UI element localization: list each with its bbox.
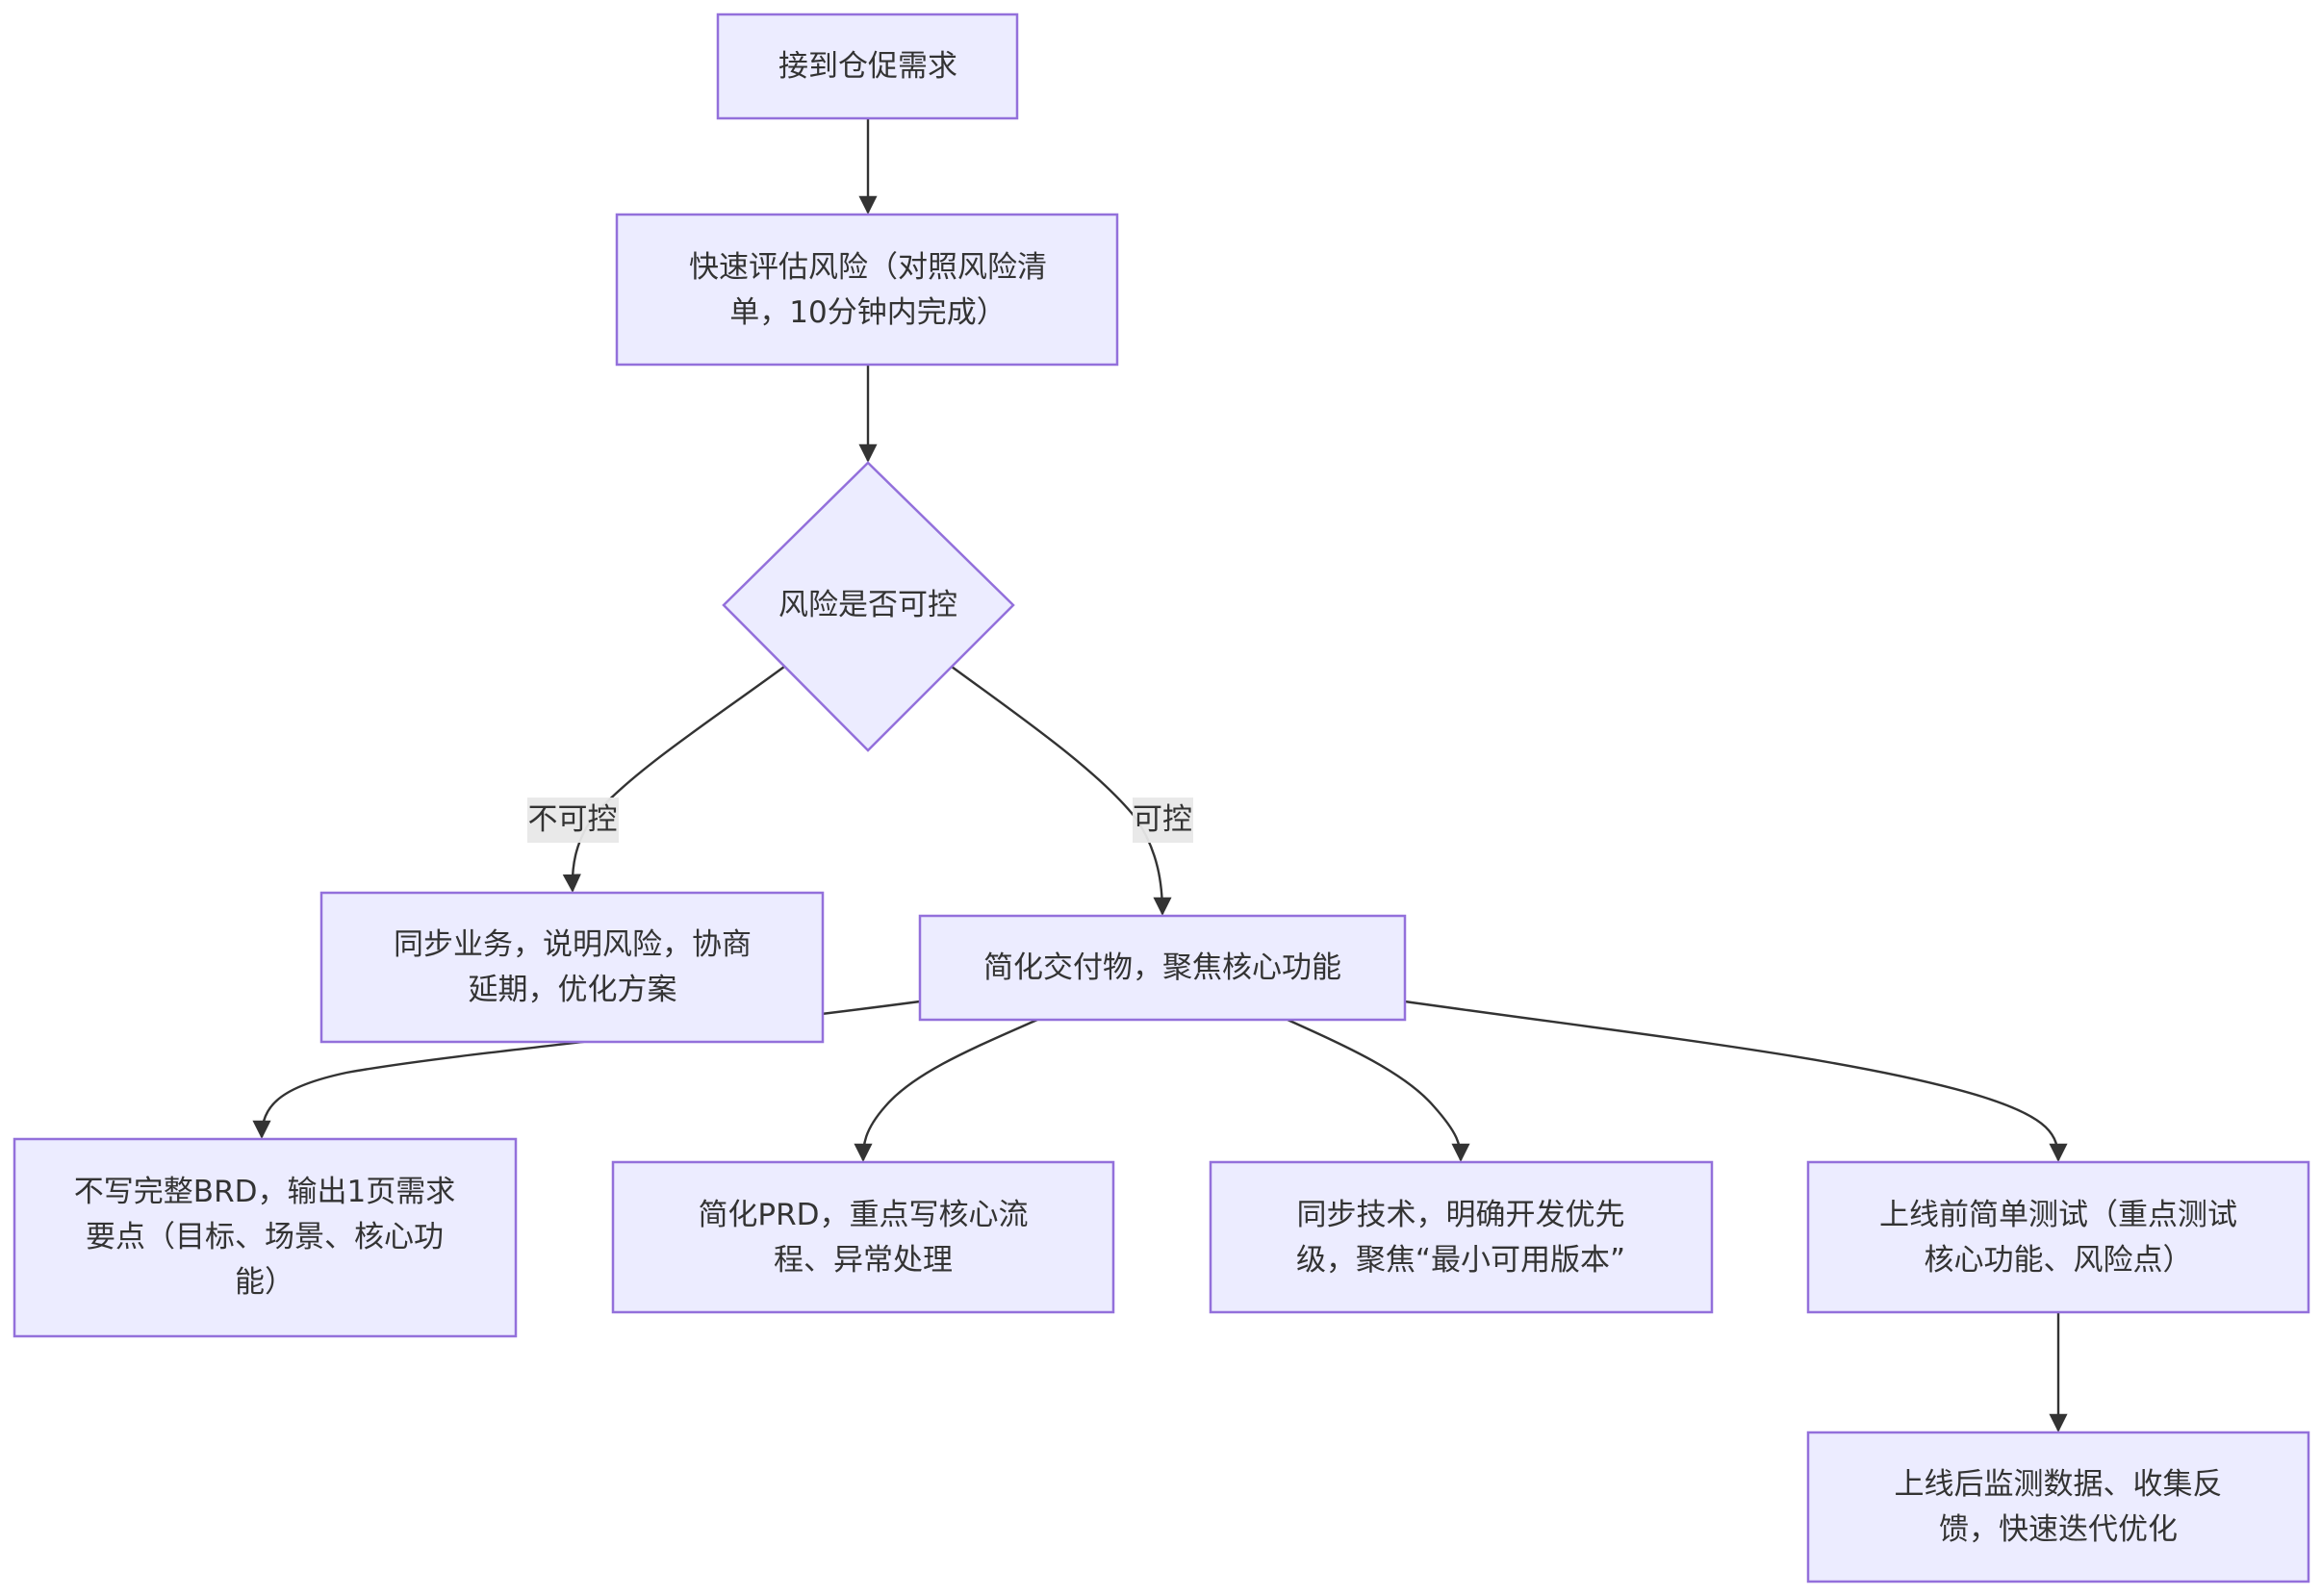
node-uncontrollable-line-2: 延期，优化方案 (469, 973, 677, 1007)
edge-simplify-to-tech (1287, 1018, 1470, 1162)
node-tech[interactable]: 同步技术，明确开发优先 级，聚焦“最小可用版本” (1209, 1160, 1714, 1314)
node-test[interactable]: 上线前简单测试（重点测试 核心功能、风险点） (1806, 1160, 2310, 1314)
node-tech-line-2: 级，聚焦“最小可用版本” (1296, 1243, 1625, 1278)
node-monitor-line-2: 馈，快速迭代优化 (1939, 1512, 2178, 1547)
node-decision[interactable]: 风险是否可控 (722, 461, 1015, 752)
node-simplify[interactable]: 简化交付物，聚焦核心功能 (918, 914, 1407, 1022)
edge-label-text: 不可控 (528, 802, 618, 837)
node-brd[interactable]: 不写完整BRD，输出1页需求 要点（目标、场景、核心功 能） (13, 1137, 518, 1338)
node-assess-line-1: 快速评估风险（对照风险清 (689, 250, 1047, 285)
node-prd-line-2: 程、异常处理 (774, 1243, 953, 1278)
node-receive[interactable]: 接到仓促需求 (716, 13, 1019, 120)
node-simplify-line-1: 简化交付物，聚焦核心功能 (983, 950, 1341, 985)
edge-label-text: 可控 (1133, 802, 1192, 837)
edge-simplify-to-test (1404, 1000, 2068, 1162)
edge-label-background (1133, 798, 1193, 843)
nodes: 接到仓促需求 快速评估风险（对照风险清 单，10分钟内完成） 风险是否可控 同步… (13, 13, 2310, 1583)
node-assess-line-2: 单，10分钟内完成） (729, 295, 1006, 330)
node-monitor[interactable]: 上线后监测数据、收集反 馈，快速迭代优化 (1806, 1431, 2310, 1583)
node-test-line-2: 核心功能、风险点） (1925, 1243, 2193, 1278)
node-prd[interactable]: 简化PRD，重点写核心流 程、异常处理 (611, 1160, 1115, 1314)
node-monitor-line-1: 上线后监测数据、收集反 (1895, 1467, 2223, 1502)
node-tech-line-1: 同步技术，明确开发优先 (1297, 1198, 1625, 1232)
node-brd-line-2: 要点（目标、场景、核心功 (86, 1220, 444, 1254)
node-uncontrollable[interactable]: 同步业务，说明风险，协商 延期，优化方案 (319, 891, 825, 1044)
edge-label-background (527, 798, 619, 843)
node-test-line-1: 上线前简单测试（重点测试 (1879, 1198, 2237, 1232)
edge-labels: 不可控 可控 (527, 798, 1193, 843)
edge-decision-to-uncontrollable (562, 666, 785, 893)
node-decision-line-1: 风险是否可控 (778, 588, 957, 622)
node-assess[interactable]: 快速评估风险（对照风险清 单，10分钟内完成） (615, 213, 1119, 367)
edges (252, 118, 2068, 1432)
node-brd-line-3: 能） (235, 1265, 294, 1300)
edge-simplify-to-prd (854, 1018, 1038, 1162)
node-receive-line-1: 接到仓促需求 (778, 49, 957, 84)
node-brd-line-1: 不写完整BRD，输出1页需求 (74, 1175, 455, 1209)
node-prd-line-1: 简化PRD，重点写核心流 (698, 1198, 1028, 1232)
edge-label-controllable: 可控 (1133, 798, 1193, 843)
edge-label-uncontrollable: 不可控 (527, 798, 619, 843)
node-uncontrollable-line-1: 同步业务，说明风险，协商 (394, 927, 752, 962)
edge-decision-to-simplify (951, 666, 1172, 916)
